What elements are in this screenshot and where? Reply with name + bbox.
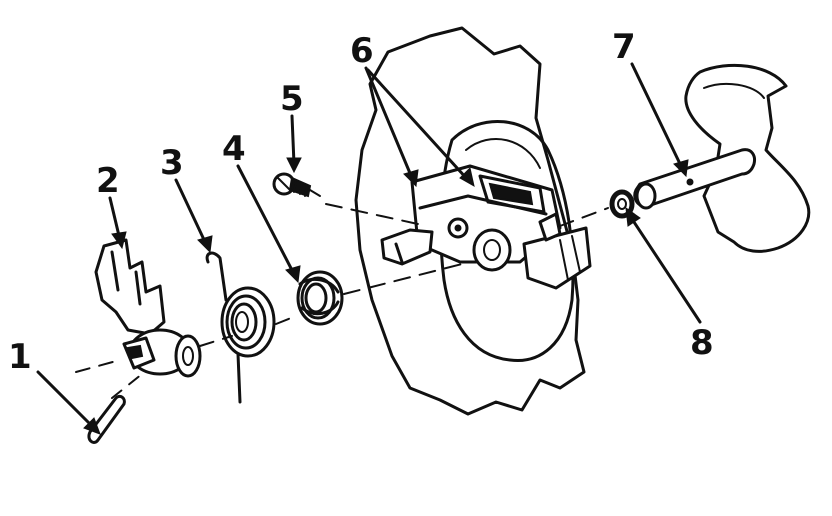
callout-4: 4 [222, 129, 246, 169]
part-3-torsion-spring [205, 251, 276, 404]
callout-6: 6 [350, 31, 374, 71]
callout-7: 7 [612, 27, 636, 67]
callout-3: 3 [160, 143, 184, 183]
callout-2: 2 [96, 161, 120, 201]
callout-5: 5 [280, 79, 304, 119]
part-2-cam-lever [94, 238, 202, 378]
part-7-shaft-and-vane [633, 63, 811, 253]
callout-1: 1 [8, 337, 32, 377]
part-5-screw [272, 172, 321, 198]
callout-8: 8 [690, 323, 714, 363]
part-4-small-coil-spring [296, 270, 344, 326]
part-6-housing-plate [354, 26, 592, 416]
assembly-lines [75, 203, 609, 399]
leader-lines [36, 62, 702, 435]
